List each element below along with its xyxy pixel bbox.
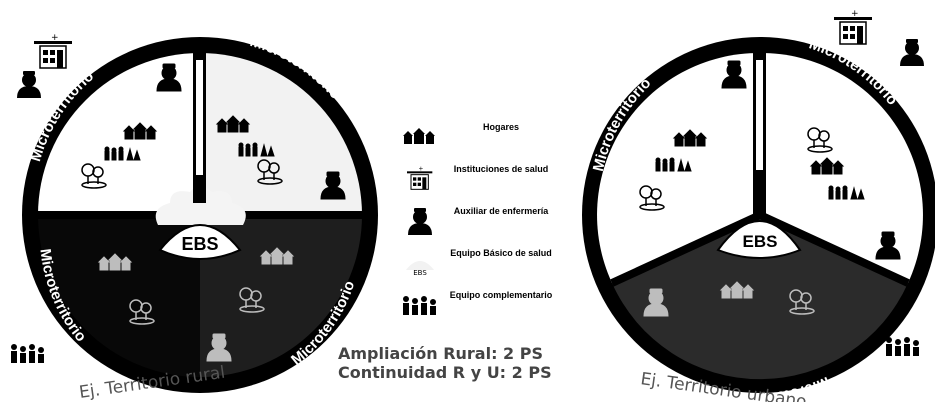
right-sector-bottom [612,215,908,380]
legend: Hogares Instituciones de salud Auxiliar … [398,118,568,328]
right-divider-stripe [756,60,763,170]
legend-label: Equipo Básico de salud [450,248,552,258]
complementary-team-icon [403,296,436,315]
complementary-team-icon [11,344,44,363]
legend-label: Auxiliar de enfermería [453,206,549,216]
legend-item-auxiliar: Auxiliar de enfermería [398,202,568,244]
left-ebs-center: EBS [155,175,246,260]
legend-item-instituciones: Instituciones de salud [398,160,568,202]
legend-label: Equipo complementario [449,290,553,300]
left-territory-diagram: Microterritorio Microterritorio Microter… [11,32,378,402]
left-sector-bottom-right [200,215,362,377]
nurse-icon [900,39,924,66]
right-ebs-center: EBS [716,170,802,259]
right-divider-right [758,211,910,287]
legend-item-ebs: EBS Equipo Básico de salud [398,244,568,286]
summary-line-continuity: Continuidad R y U: 2 PS [338,363,552,382]
right-territory-diagram: Microterritorio Microterritorio Microter… [582,8,935,402]
nurse-icon [17,71,41,98]
health-institution-icon [406,165,433,190]
houses-icon [403,128,435,144]
legend-label: Instituciones de salud [453,164,549,174]
legend-item-complementario: Equipo complementario [398,286,568,328]
legend-item-hogares: Hogares [398,118,568,160]
left-ebs-label: EBS [181,234,218,254]
legend-label: Hogares [482,122,519,132]
left-sector-bottom-left [38,215,200,377]
svg-text:EBS: EBS [413,269,427,277]
ebs-team-icon: EBS [406,261,434,277]
left-divider-stripe [196,60,203,180]
summary-line-rural: Ampliación Rural: 2 PS [338,344,543,363]
summary-caption: Ampliación Rural: 2 PS Continuidad R y U… [338,344,552,382]
left-sector-top-left [38,53,200,215]
right-divider-left [610,211,762,287]
nurse-icon [408,208,432,235]
right-ebs-label: EBS [743,232,778,251]
left-sector-top-right [200,53,362,215]
health-institution-icon [33,32,73,69]
complementary-team-icon [886,337,919,356]
health-institution-icon [833,8,873,45]
